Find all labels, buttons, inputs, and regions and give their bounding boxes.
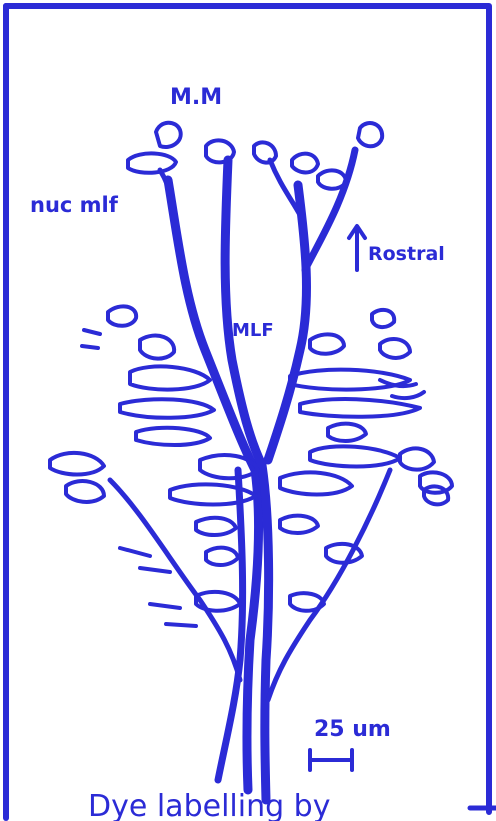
rostral-label: Rostral	[368, 243, 445, 265]
mlf-label: MLF	[232, 320, 274, 341]
caption-text: Dye labelling by	[88, 789, 330, 821]
nuc-mlf-label: nuc mlf	[30, 193, 119, 217]
scale-label: 25 um	[314, 717, 391, 742]
scale-bar	[310, 750, 352, 770]
mom-label: M.M	[170, 85, 222, 110]
rostral-arrow	[349, 226, 365, 270]
